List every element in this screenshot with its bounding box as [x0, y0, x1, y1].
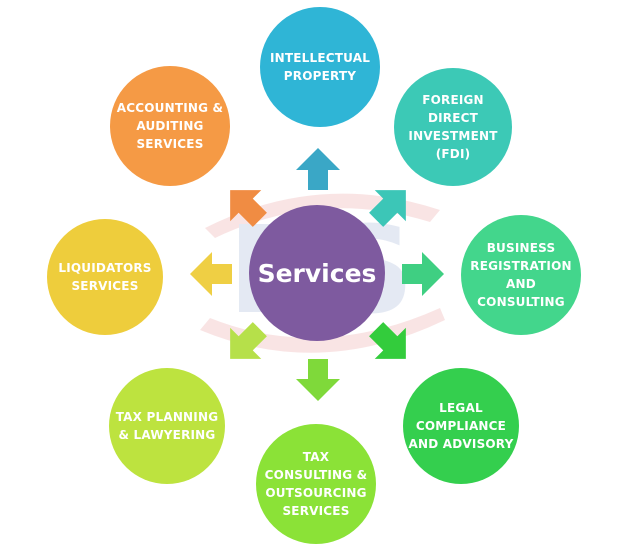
- service-node-business-registration: BUSINESS REGISTRATION AND CONSULTING: [461, 215, 581, 335]
- service-circle-business-registration: [461, 215, 581, 335]
- service-circle-intellectual-property: [260, 7, 380, 127]
- service-circle-tax-consulting: [256, 424, 376, 544]
- service-label-legal-compliance: COMPLIANCE: [416, 419, 506, 433]
- service-nodes: INTELLECTUAL PROPERTY FOREIGN DIRECT INVESTM…: [47, 7, 581, 544]
- service-label-business-registration: REGISTRATION: [470, 259, 571, 273]
- service-label-foreign-direct-investment: DIRECT: [428, 111, 479, 125]
- service-node-tax-planning: TAX PLANNING & LAWYERING: [109, 368, 225, 484]
- service-label-accounting-auditing: ACCOUNTING &: [117, 101, 223, 115]
- arrow-liquidators-services: [190, 252, 232, 296]
- service-label-foreign-direct-investment: INVESTMENT: [408, 129, 498, 143]
- arrow-tax-consulting: [296, 359, 340, 401]
- service-label-tax-consulting: OUTSOURCING: [265, 486, 366, 500]
- arrow-business-registration: [402, 252, 444, 296]
- service-node-liquidators-services: LIQUIDATORS SERVICES: [47, 219, 163, 335]
- service-label-business-registration: CONSULTING: [477, 295, 565, 309]
- service-node-tax-consulting: TAX CONSULTING & OUTSOURCING SERVICES: [256, 424, 376, 544]
- service-node-accounting-auditing: ACCOUNTING & AUDITING SERVICES: [110, 66, 230, 186]
- service-label-accounting-auditing: AUDITING: [136, 119, 203, 133]
- service-label-liquidators-services: SERVICES: [71, 279, 138, 293]
- service-label-intellectual-property: PROPERTY: [284, 69, 357, 83]
- service-label-accounting-auditing: SERVICES: [136, 137, 203, 151]
- service-node-legal-compliance: LEGAL COMPLIANCE AND ADVISORY: [403, 368, 519, 484]
- service-label-foreign-direct-investment: FOREIGN: [422, 93, 484, 107]
- service-circle-liquidators-services: [47, 219, 163, 335]
- service-label-tax-consulting: TAX: [303, 450, 330, 464]
- service-label-intellectual-property: INTELLECTUAL: [270, 51, 370, 65]
- center-label: Services: [258, 259, 377, 288]
- arrow-legal-compliance: [369, 322, 406, 359]
- service-circle-tax-planning: [109, 368, 225, 484]
- service-circle-accounting-auditing: [110, 66, 230, 186]
- service-label-tax-planning: & LAWYERING: [119, 428, 216, 442]
- service-label-business-registration: AND: [506, 277, 536, 291]
- service-label-legal-compliance: AND ADVISORY: [409, 437, 514, 451]
- arrow-intellectual-property: [296, 148, 340, 190]
- service-label-tax-planning: TAX PLANNING: [116, 410, 219, 424]
- arrow-tax-planning: [230, 322, 267, 359]
- arrows-layer: [190, 148, 444, 401]
- service-node-intellectual-property: INTELLECTUAL PROPERTY: [260, 7, 380, 127]
- center-circle: [249, 205, 385, 341]
- service-circle-legal-compliance: [403, 368, 519, 484]
- arrow-accounting-auditing: [230, 190, 267, 227]
- arrow-foreign-direct-investment: [369, 190, 406, 227]
- service-label-liquidators-services: LIQUIDATORS: [58, 261, 151, 275]
- service-label-business-registration: BUSINESS: [487, 241, 556, 255]
- center-node: Services: [249, 205, 385, 341]
- service-label-legal-compliance: LEGAL: [439, 401, 483, 415]
- service-label-tax-consulting: SERVICES: [282, 504, 349, 518]
- service-label-tax-consulting: CONSULTING &: [265, 468, 368, 482]
- service-node-foreign-direct-investment: FOREIGN DIRECT INVESTMENT (FDI): [394, 68, 512, 186]
- service-label-foreign-direct-investment: (FDI): [436, 147, 471, 161]
- service-circle-foreign-direct-investment: [394, 68, 512, 186]
